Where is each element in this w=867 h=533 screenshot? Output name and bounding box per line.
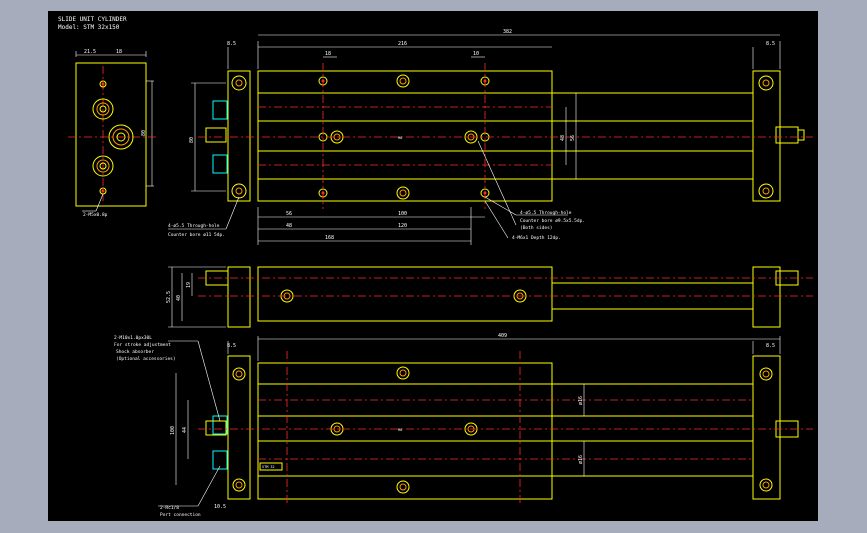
top-dim-height-mid: 48: [560, 135, 566, 141]
bottom-note-bottom-2: Port connection: [160, 512, 201, 518]
bottom-dim-height-outer: 100: [170, 426, 176, 435]
bottom-note-top-3: Shock absorber: [116, 349, 154, 355]
bottom-dim-end-right: 8.5: [766, 343, 775, 349]
top-dim-x56: 56: [286, 211, 292, 217]
side-view-body: [75, 62, 147, 207]
front-dim-height-mid: 40: [176, 295, 182, 301]
front-left-end-block: [227, 266, 251, 328]
drawing-subtitle: Model: STM 32x150: [58, 24, 120, 31]
bottom-left-end-block: [227, 355, 251, 500]
top-view: M8 382 216 8.5 8.5 18 10 80 48 56 56 100…: [168, 29, 813, 245]
bottom-label-plate-text: STM 32: [262, 465, 275, 469]
top-right-end-plate: [752, 70, 781, 202]
top-note-right-2: Counter bore ø9.5x5.5dp.: [520, 218, 585, 224]
top-note-left-2: Counter bore ø11 5dp.: [168, 232, 225, 238]
top-stopper-nut: [775, 126, 799, 144]
front-view: 52.5 40 19: [166, 266, 813, 328]
bottom-view: M8 STM 32 409 8.5 8.5 100 44 ø16 ø16 10.…: [114, 333, 813, 518]
top-dim-height-inner: 56: [570, 135, 576, 141]
bottom-main-body: [257, 362, 553, 500]
side-view: 21.5 18 80 2-M5x0.8p: [68, 49, 158, 218]
bottom-dim-rod-b: ø16: [578, 455, 584, 464]
bottom-dim-overall: 409: [498, 333, 507, 339]
top-left-end-block: [227, 70, 251, 202]
bottom-dim-end-left: 8.5: [227, 343, 236, 349]
top-dim-hole-a: 18: [325, 51, 331, 57]
side-dim-height: 80: [141, 130, 147, 136]
top-dim-x48: 48: [286, 223, 292, 229]
bottom-note-top-2: For stroke adjustment: [114, 342, 171, 348]
top-dim-hole-b: 10: [473, 51, 479, 57]
top-note-right-3: (Both sides): [520, 225, 553, 231]
top-dim-height-outer: 80: [189, 137, 195, 143]
front-main-body: [257, 266, 553, 322]
bottom-right-end-plate: [752, 355, 781, 500]
bottom-shock-absorber-fitting: [212, 415, 228, 435]
front-dim-height-inner: 19: [186, 282, 192, 288]
bottom-dim-rod-a: ø16: [578, 396, 584, 405]
top-dim-x100: 100: [398, 211, 407, 217]
side-dim-width-b: 18: [116, 49, 122, 55]
bottom-note-top-4: (Optional accessories): [116, 356, 176, 362]
top-main-body: [257, 70, 553, 202]
top-port-fitting-upper: [212, 100, 228, 120]
front-dim-height-outer: 52.5: [166, 291, 172, 303]
bottom-dim-height-inner: 44: [182, 427, 188, 433]
bottom-note-top-1: 2-M10x1.0px30L: [114, 335, 152, 341]
top-dim-end-left: 8.5: [227, 41, 236, 47]
top-dim-x168: 168: [325, 235, 334, 241]
cad-drawing: SLIDE UNIT CYLINDER Model: STM 32x150 21…: [58, 16, 813, 518]
bottom-port-fitting: [212, 450, 228, 470]
top-note-right-1: 4-ø5.5 Through-hole: [520, 210, 572, 216]
front-right-end-plate: [752, 266, 781, 328]
bottom-center-tag: M8: [398, 428, 402, 432]
top-note-right-4: 4-M6x1 Depth 12dp.: [512, 235, 561, 241]
top-center-tag: M8: [398, 136, 402, 140]
top-dim-body-length: 216: [398, 41, 407, 47]
top-port-fitting-lower: [212, 154, 228, 174]
top-note-left-1: 4-ø5.5 Through-hole: [168, 223, 220, 229]
bottom-dim-small: 10.5: [214, 504, 226, 510]
drawing-title: SLIDE UNIT CYLINDER: [58, 16, 127, 23]
bottom-note-bottom-1: 2-Rc1/8: [160, 505, 179, 511]
top-dim-end-right: 8.5: [766, 41, 775, 47]
bottom-label-plate: [259, 462, 283, 471]
top-dim-overall: 382: [503, 29, 512, 35]
top-dim-x120: 120: [398, 223, 407, 229]
side-dim-width-a: 21.5: [84, 49, 96, 55]
side-note-port: 2-M5x0.8p: [83, 212, 108, 218]
cad-viewport[interactable]: SLIDE UNIT CYLINDER Model: STM 32x150 21…: [48, 11, 818, 521]
